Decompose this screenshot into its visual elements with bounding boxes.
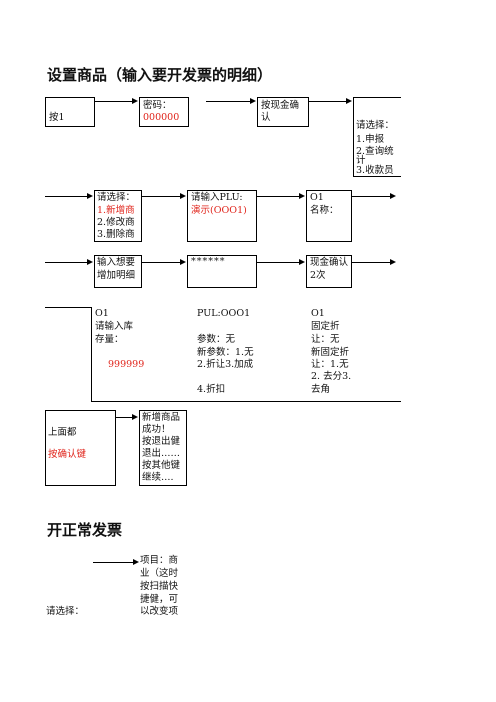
panel-line: 让：无 xyxy=(311,334,340,345)
arrow-line xyxy=(257,196,299,197)
menu-line: 请选择： xyxy=(356,120,395,131)
arrow-line xyxy=(45,196,87,197)
panel-line: 2.折让3.加成 xyxy=(197,359,254,370)
arrow-line xyxy=(142,262,180,263)
arrow-line xyxy=(45,262,87,263)
arrow-line xyxy=(95,101,132,102)
arrow-line xyxy=(206,101,250,102)
section-title-setup-goods: 设置商品（输入要开发票的明细） xyxy=(47,66,273,84)
step-text: 名称： xyxy=(310,205,339,216)
step-box-cash-confirm: 按现金确 认 xyxy=(257,97,309,127)
panel-line: 固定折 xyxy=(311,321,340,332)
result-line: 继续…. xyxy=(142,472,174,483)
note-line: 捷健，可 xyxy=(140,594,179,605)
result-line: 按其他键 xyxy=(142,460,181,471)
arrow-head-icon xyxy=(180,193,186,199)
panel-line: 参数：无 xyxy=(197,334,236,345)
result-line: 按退出健 xyxy=(142,436,181,447)
section-title-normal-invoice: 开正常发票 xyxy=(47,521,123,539)
plu-demo-value: 演示(OOO1) xyxy=(191,205,247,216)
arrow-head-icon xyxy=(87,193,93,199)
result-line: 成功！ xyxy=(142,424,171,435)
menu-line: 3.收款员 xyxy=(356,165,394,176)
masked-value: ****** xyxy=(191,256,226,267)
arrow-line xyxy=(116,417,132,418)
arrow-line xyxy=(352,196,390,197)
arrow-head-icon xyxy=(390,259,396,265)
step-text: 请输入PLU: xyxy=(191,192,243,203)
arrow-head-icon xyxy=(133,559,139,565)
password-value: 000000 xyxy=(143,112,180,123)
menu-line-selected: 1.新增商 xyxy=(97,205,135,216)
step-text: 增加明细 xyxy=(97,270,136,281)
panel-line: 新固定折 xyxy=(311,347,350,358)
step-box-masked-input: ****** xyxy=(187,255,257,288)
menu-line: 2.修改商 xyxy=(97,217,135,228)
step-box-menu-select: 请选择： 1.申报 2.查询统 计 3.收款员 xyxy=(353,97,401,177)
arrow-line xyxy=(257,262,299,263)
step-box-name: O1 名称： xyxy=(306,190,352,242)
arrow-line xyxy=(309,101,346,102)
select-label: 请选择： xyxy=(46,606,85,617)
note-line: 以改变项 xyxy=(140,606,179,617)
panel-line: 4.折扣 xyxy=(197,384,226,395)
result-line: 新增商品 xyxy=(142,412,181,423)
arrow-head-icon xyxy=(250,98,256,104)
arrow-line xyxy=(93,562,133,563)
arrow-head-icon xyxy=(87,259,93,265)
step-box-cash-confirm-twice: 现金确认 2次 xyxy=(306,255,352,288)
step-text: 认 xyxy=(261,112,271,123)
arrow-head-icon xyxy=(180,259,186,265)
panel-line: PUL:OOO1 xyxy=(197,308,251,319)
step-box-add-detail: 输入想要 增加明细 xyxy=(94,255,142,288)
note-line: 项目：商 xyxy=(140,555,179,566)
panel-line: 2. 去分3. xyxy=(311,371,352,382)
step-text: 输入想要 xyxy=(97,257,136,268)
arrow-head-icon xyxy=(299,193,305,199)
step-text: 现金确认 xyxy=(310,257,349,268)
note-line: 按扫描快 xyxy=(140,581,179,592)
menu-line: 1.申报 xyxy=(356,134,385,145)
note-line: 业（这时 xyxy=(140,568,179,579)
arrow-head-icon xyxy=(299,259,305,265)
panel-line: 新参数：1.无 xyxy=(197,347,254,358)
step-text: 按现金确 xyxy=(261,100,300,111)
arrow-head-icon xyxy=(346,98,352,104)
stock-value: 999999 xyxy=(108,359,145,370)
menu-line: 2.查询统 xyxy=(356,146,394,157)
arrow-line xyxy=(142,196,180,197)
step-box-press-1: 按1 xyxy=(45,97,95,127)
result-line: 退出…… xyxy=(142,448,181,459)
step-box-password: 密码： 000000 xyxy=(139,97,189,127)
step-text: 上面都 xyxy=(48,427,77,438)
step-text: 2次 xyxy=(310,270,326,281)
step-box-input-plu: 请输入PLU: 演示(OOO1) xyxy=(187,190,257,242)
menu-line: 请选择： xyxy=(97,192,136,203)
arrow-head-icon xyxy=(390,193,396,199)
step-box-add-success: 新增商品 成功！ 按退出健 退出…… 按其他键 继续…. xyxy=(139,410,187,486)
panel-line: 让：1.无 xyxy=(311,359,349,370)
panel-line: O1 xyxy=(95,308,109,319)
panel-line: 请输入库 xyxy=(95,321,134,332)
step-text: 按1 xyxy=(49,112,65,123)
step-panel-stock-params: O1 请输入库 存量： 999999 PUL:OOO1 参数：无 新参数：1.无… xyxy=(91,307,401,402)
step-box-confirm-all: 上面都 按确认键 xyxy=(45,410,116,486)
panel-line: 存量： xyxy=(95,334,124,345)
step-text: 密码： xyxy=(143,100,172,111)
step-text-highlight: 按确认键 xyxy=(48,449,87,460)
arrow-head-icon xyxy=(132,98,138,104)
step-text: O1 xyxy=(310,192,324,203)
arrow-line xyxy=(352,262,390,263)
menu-line: 计 xyxy=(356,155,366,166)
step-box-add-modify-delete: 请选择： 1.新增商 2.修改商 3.删除商 xyxy=(94,190,142,242)
panel-line: 去角 xyxy=(311,384,331,395)
menu-line: 3.删除商 xyxy=(97,229,135,240)
panel-line: O1 xyxy=(311,308,325,319)
arrow-head-icon xyxy=(132,414,138,420)
